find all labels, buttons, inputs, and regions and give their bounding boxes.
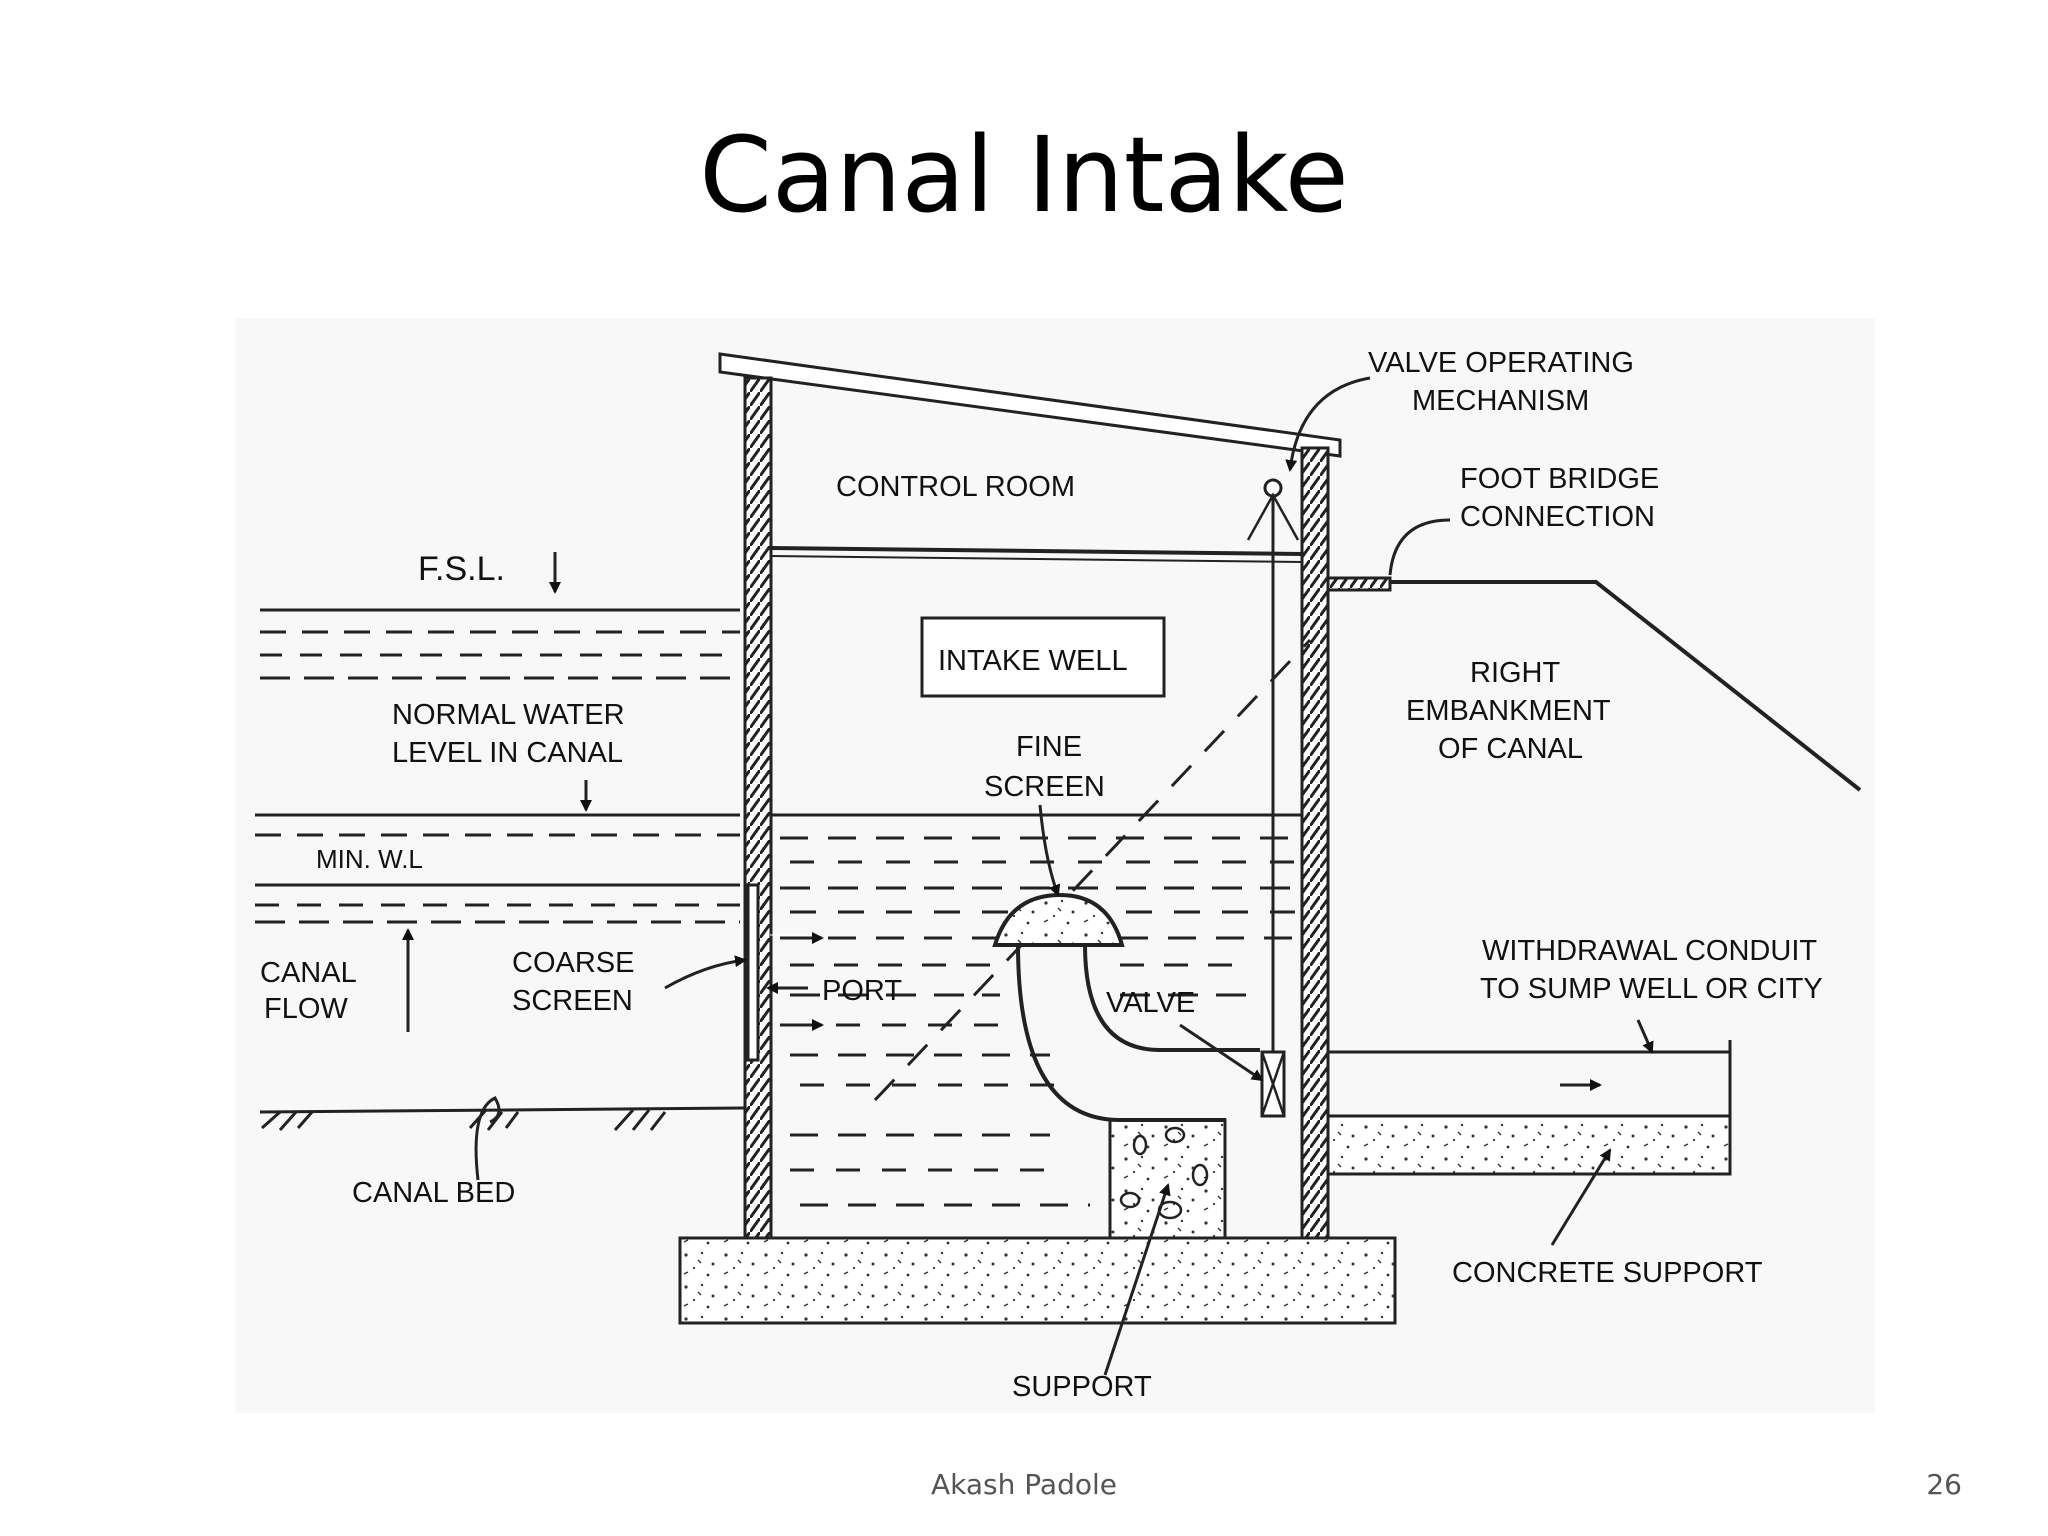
label-fine: FINE [1016, 731, 1082, 763]
label-canal: CANAL [260, 957, 357, 989]
label-of-canal: OF CANAL [1438, 733, 1583, 765]
support-stones [1119, 1126, 1209, 1220]
label-valve-operating: VALVE OPERATING [1368, 347, 1634, 379]
slide-number: 26 [1926, 1468, 1962, 1501]
label-withdrawal-conduit: WITHDRAWAL CONDUIT [1482, 935, 1817, 967]
coarse-screen [746, 883, 760, 1062]
left-wall [743, 376, 773, 1240]
label-foot-bridge-connection: CONNECTION [1460, 501, 1655, 533]
label-concrete-support: CONCRETE SUPPORT [1452, 1257, 1763, 1289]
label-screen: SCREEN [984, 771, 1105, 803]
intake-well-box [920, 616, 1166, 698]
label-canal-bed: CANAL BED [352, 1177, 515, 1209]
concrete-support-slab [1326, 1114, 1732, 1176]
label-min-wl: MIN. W.L [316, 844, 423, 874]
intake-pipe [1016, 944, 1260, 1122]
label-coarse: COARSE [512, 947, 634, 979]
label-level-in-canal: LEVEL IN CANAL [392, 737, 623, 769]
figure-background [235, 318, 1875, 1413]
dashed-diagonal [873, 638, 1312, 1102]
label-foot-bridge: FOOT BRIDGE [1460, 463, 1659, 495]
label-normal-water: NORMAL WATER [392, 699, 625, 731]
canal-water [255, 608, 740, 924]
label-port: PORT [822, 975, 902, 1007]
label-flow: FLOW [264, 993, 348, 1025]
label-support: SUPPORT [1012, 1371, 1152, 1403]
right-embankment [1390, 580, 1862, 792]
right-wall [1300, 446, 1330, 1240]
label-to-sump-well: TO SUMP WELL OR CITY [1480, 973, 1823, 1005]
canal-intake-diagram: VALVE OPERATING MECHANISM CONTROL ROOM F… [235, 318, 1875, 1413]
label-coarse-screen: SCREEN [512, 985, 633, 1017]
label-right: RIGHT [1470, 657, 1561, 689]
label-fsl: F.S.L. [418, 550, 505, 588]
label-valve: VALVE [1106, 987, 1195, 1019]
label-control-room: CONTROL ROOM [836, 471, 1075, 503]
label-intake-well: INTAKE WELL [938, 645, 1128, 677]
canal-bed-ground [259, 1106, 746, 1132]
roof [718, 352, 1342, 458]
slide-title: Canal Intake [699, 114, 1349, 236]
foot-bridge [1326, 576, 1392, 592]
footer-author: Akash Padole [931, 1468, 1117, 1501]
label-valve-mechanism: MECHANISM [1412, 385, 1589, 417]
label-embankment: EMBANKMENT [1406, 695, 1611, 727]
leader-lines [402, 376, 1654, 1376]
footing [678, 1236, 1397, 1325]
control-room-floor [770, 546, 1303, 556]
